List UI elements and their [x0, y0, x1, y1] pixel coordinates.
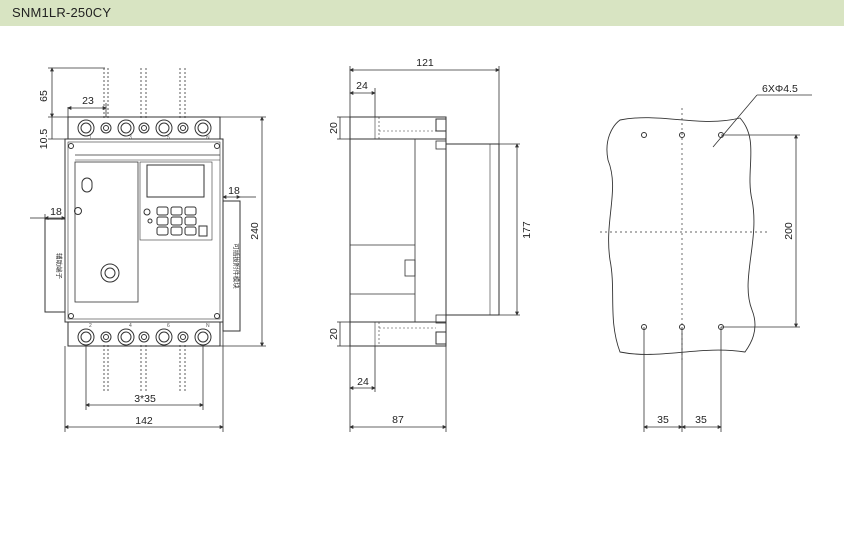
dim-240: 240	[249, 222, 261, 240]
mounting-view	[600, 94, 812, 432]
dim-10-5: 10.5	[38, 129, 50, 150]
side-view-labels: 121 24 20 177 20 24 87	[328, 57, 533, 426]
svg-text:N: N	[206, 323, 210, 329]
svg-text:6: 6	[167, 323, 170, 329]
dim-121: 121	[416, 57, 434, 69]
front-view	[30, 67, 266, 432]
dim-177: 177	[521, 221, 533, 239]
dim-20-bottom: 20	[328, 328, 340, 340]
front-view-labels: 65 10.5 23 18 18 240 3*35 142 辅助端子 可插拔附件…	[38, 90, 261, 427]
dim-holes: 6XΦ4.5	[762, 83, 798, 95]
terminal-marks-top: 1 3 5 N	[89, 135, 210, 141]
dim-87: 87	[392, 414, 404, 426]
aux-terminal-label: 辅助端子	[55, 253, 64, 280]
dim-18-left: 18	[50, 206, 62, 218]
dim-18-right: 18	[228, 185, 240, 197]
model-title: SNM1LR-250CY	[12, 5, 112, 20]
top-terminals	[77, 119, 212, 137]
left-panel	[74, 161, 139, 303]
keypad	[143, 206, 208, 237]
phase-lines-top	[103, 68, 186, 118]
svg-text:4: 4	[129, 323, 132, 329]
dim-23: 23	[82, 95, 94, 107]
mounting-view-labels: 6XΦ4.5 200 35 35	[657, 83, 798, 426]
dim-35-right: 35	[695, 414, 707, 426]
svg-text:1: 1	[89, 135, 92, 141]
dim-200: 200	[783, 222, 795, 240]
dim-24-bottom: 24	[357, 376, 369, 388]
svg-text:5: 5	[167, 135, 170, 141]
svg-text:2: 2	[89, 323, 92, 329]
svg-text:N: N	[206, 135, 210, 141]
test-button	[100, 263, 120, 283]
header-bar: SNM1LR-250CY	[0, 0, 844, 26]
indicator-slot	[81, 177, 93, 193]
bottom-terminals	[77, 328, 212, 346]
dim-35-left: 35	[657, 414, 669, 426]
phase-lines-bottom	[103, 345, 186, 392]
dim-3x35: 3*35	[134, 393, 156, 405]
side-view	[337, 66, 520, 432]
display-screen	[146, 164, 205, 198]
dim-20-top: 20	[328, 122, 340, 134]
dim-24-top: 24	[356, 80, 368, 92]
dim-65: 65	[38, 90, 50, 102]
svg-text:3: 3	[129, 135, 132, 141]
accessory-module-label: 可插拔附件模块	[232, 243, 241, 289]
dim-142: 142	[135, 415, 153, 427]
accessory-module	[222, 200, 241, 332]
terminal-marks-bottom: 2 4 6 N	[89, 323, 210, 329]
